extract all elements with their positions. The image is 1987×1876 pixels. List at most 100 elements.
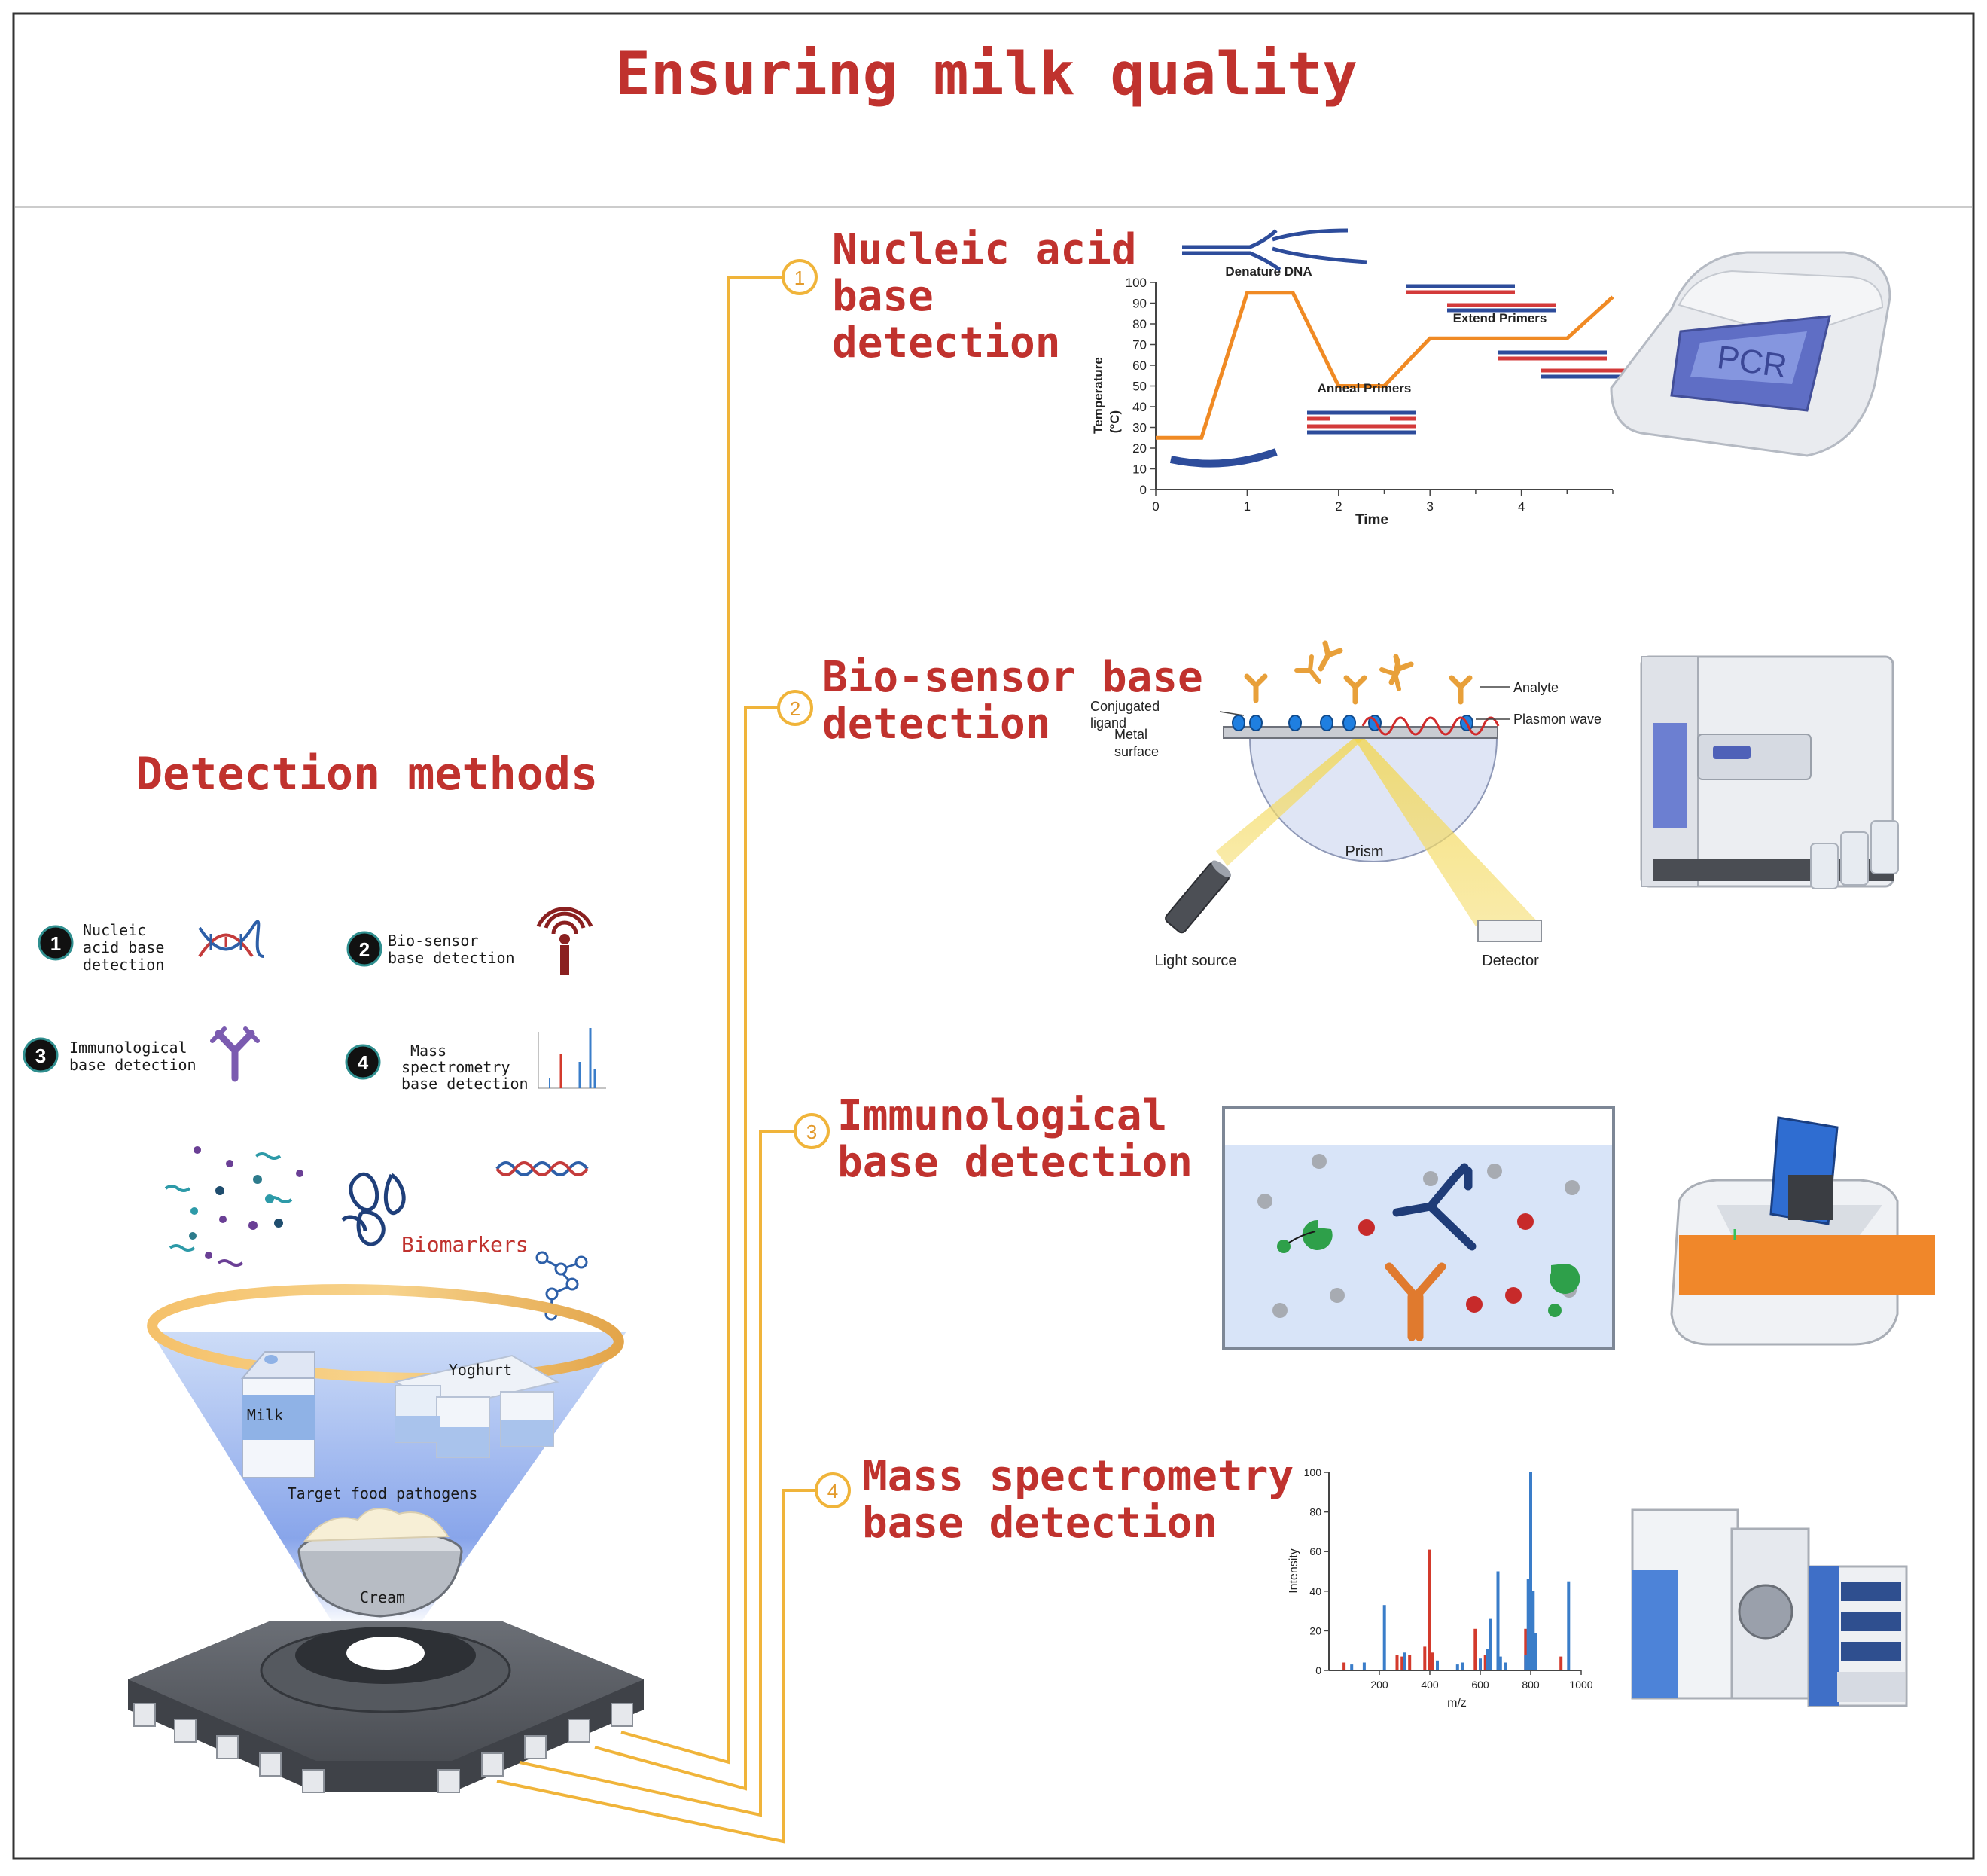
method-number: 1 [794,267,805,289]
chip-pins [133,1703,633,1793]
method-number-badge [777,690,813,726]
ms-instrument [1631,1508,1908,1707]
yoghurt-cups: Yoghurt [393,1354,559,1458]
ms-y-tick-label: 0 [1315,1664,1321,1676]
spr-instrument [1640,655,1899,889]
legend-label-line2: base detection [69,1056,197,1074]
connector-lines [496,276,821,1844]
method-number-badge [782,259,818,295]
target-pathogens-label: Target food pathogens [288,1484,478,1502]
legend-number-badge [345,1044,381,1080]
pcr-x-tick-label: 3 [1426,499,1433,514]
orbit-ring [147,1284,624,1383]
denature-label: Denature DNA [1225,264,1312,279]
legend-number: 3 [35,1045,46,1067]
bottles [1810,820,1899,889]
pcr-y-tick-label: 20 [1132,441,1147,456]
pcr-y-tick-label: 100 [1126,276,1147,290]
pcr-y-tick-label: 60 [1132,358,1147,373]
legend-label-line2: spectrometry [401,1058,510,1076]
ms-x-tick-label: 200 [1370,1679,1388,1691]
ms-peak-bar [1382,1605,1386,1670]
ms-ylabel: Intensity [1288,1548,1300,1594]
metal-label-line1: Metal [1114,727,1147,742]
figure-title: Ensuring milk quality [615,41,1358,108]
legend-label-line1: Mass [410,1042,446,1060]
ms-peak-bar [1473,1628,1477,1670]
method-number: 3 [806,1121,817,1143]
ms-x-tick-label: 1000 [1569,1679,1592,1691]
pcr-ylabel-line1: Temperature [1091,357,1105,434]
pcr-x-tick-label: 1 [1244,499,1251,514]
biomarkers-cluster: Biomarkers [164,1146,589,1321]
method-title-line2: base detection [862,1499,1217,1548]
legend-item-1: 1 Nucleic acid base detection [38,920,264,974]
ms-peak-bar [1342,1662,1346,1670]
pcr-y-tick-label: 90 [1132,297,1147,311]
ms-peak-bar [1428,1549,1431,1670]
method-number: 4 [827,1480,838,1502]
immuno-well [1222,1106,1615,1350]
light-source-label: Light source [1155,953,1237,969]
immuno-device [1670,1116,1935,1346]
pcr-y-tick-label: 70 [1132,338,1147,352]
legend-label-line3: detection [83,956,164,974]
ms-peak-bar [1559,1656,1563,1670]
ms-peak-bar [1431,1652,1434,1670]
grey-particles [1257,1154,1580,1318]
method-number-badge [794,1113,830,1149]
legend-label-line1: Bio-sensor [388,932,478,950]
bacteria-dots [164,1146,303,1267]
anneal-label: Anneal Primers [1318,381,1412,395]
pcr-y-tick-label: 40 [1132,400,1147,414]
ms-peak-bar [1436,1660,1439,1670]
ms-y-tick-label: 40 [1309,1585,1321,1597]
sensor-signal-icon [536,907,593,975]
milk-carton: Milk [240,1351,315,1478]
method-title-line1: Mass spectrometry [862,1452,1294,1501]
ms-peak-bar [1461,1662,1464,1670]
pcr-y-tick-label: 0 [1140,483,1147,497]
legend-number-badge [23,1037,59,1073]
pcr-y-tick-label: 50 [1132,380,1147,394]
method-2: 2 Bio-sensor base detection [777,653,1203,749]
biomarkers-label: Biomarkers [401,1232,529,1257]
metal-label-line2: surface [1114,744,1159,759]
ms-peak-bar [1400,1656,1404,1670]
legend: 1 Nucleic acid base detection 2 Bio-sens… [23,907,606,1093]
detector-box [1477,920,1542,942]
ms-peak-bar [1498,1656,1502,1670]
dna-strand-glyphs [1169,228,1649,468]
ms-peak-bar [1350,1664,1354,1670]
ms-peak-bar [1455,1664,1459,1670]
legend-label-line1: Immunological [69,1039,187,1057]
pcr-x-tick-label: 4 [1518,499,1525,514]
plasmon-wave [1361,716,1500,736]
red-particles [1358,1213,1534,1313]
pcr-temperature-line [1156,291,1614,440]
ms-x-tick-label: 400 [1421,1679,1439,1691]
ms-peak-bar [1531,1591,1535,1670]
legend-label-line1: Nucleic [83,921,146,939]
ms-y-tick-label: 20 [1309,1624,1321,1637]
ms-y-tick-label: 100 [1304,1466,1322,1478]
cream-label: Cream [360,1588,405,1606]
pcr-ylabel-line2: (°C) [1108,410,1122,433]
pcr-y-tick-label: 80 [1132,317,1147,331]
extend-label: Extend Primers [1453,311,1547,325]
navy-antibody [1392,1163,1477,1251]
ms-peak-bar [1479,1658,1482,1670]
ms-peak-bar [1567,1581,1571,1670]
milk-label: Milk [247,1406,283,1424]
method-number-badge [815,1472,851,1508]
dna-strand-icon [495,1161,589,1176]
spectrum-icon [538,1028,606,1089]
ms-y-tick-label: 80 [1309,1506,1321,1518]
antibody-icon [210,1026,260,1082]
conjugated-label-line1: Conjugated [1090,699,1160,714]
ms-peak-bar [1423,1646,1427,1670]
method-title-line3: detection [832,319,1060,368]
pcr-x-tick-label: 0 [1152,499,1159,514]
